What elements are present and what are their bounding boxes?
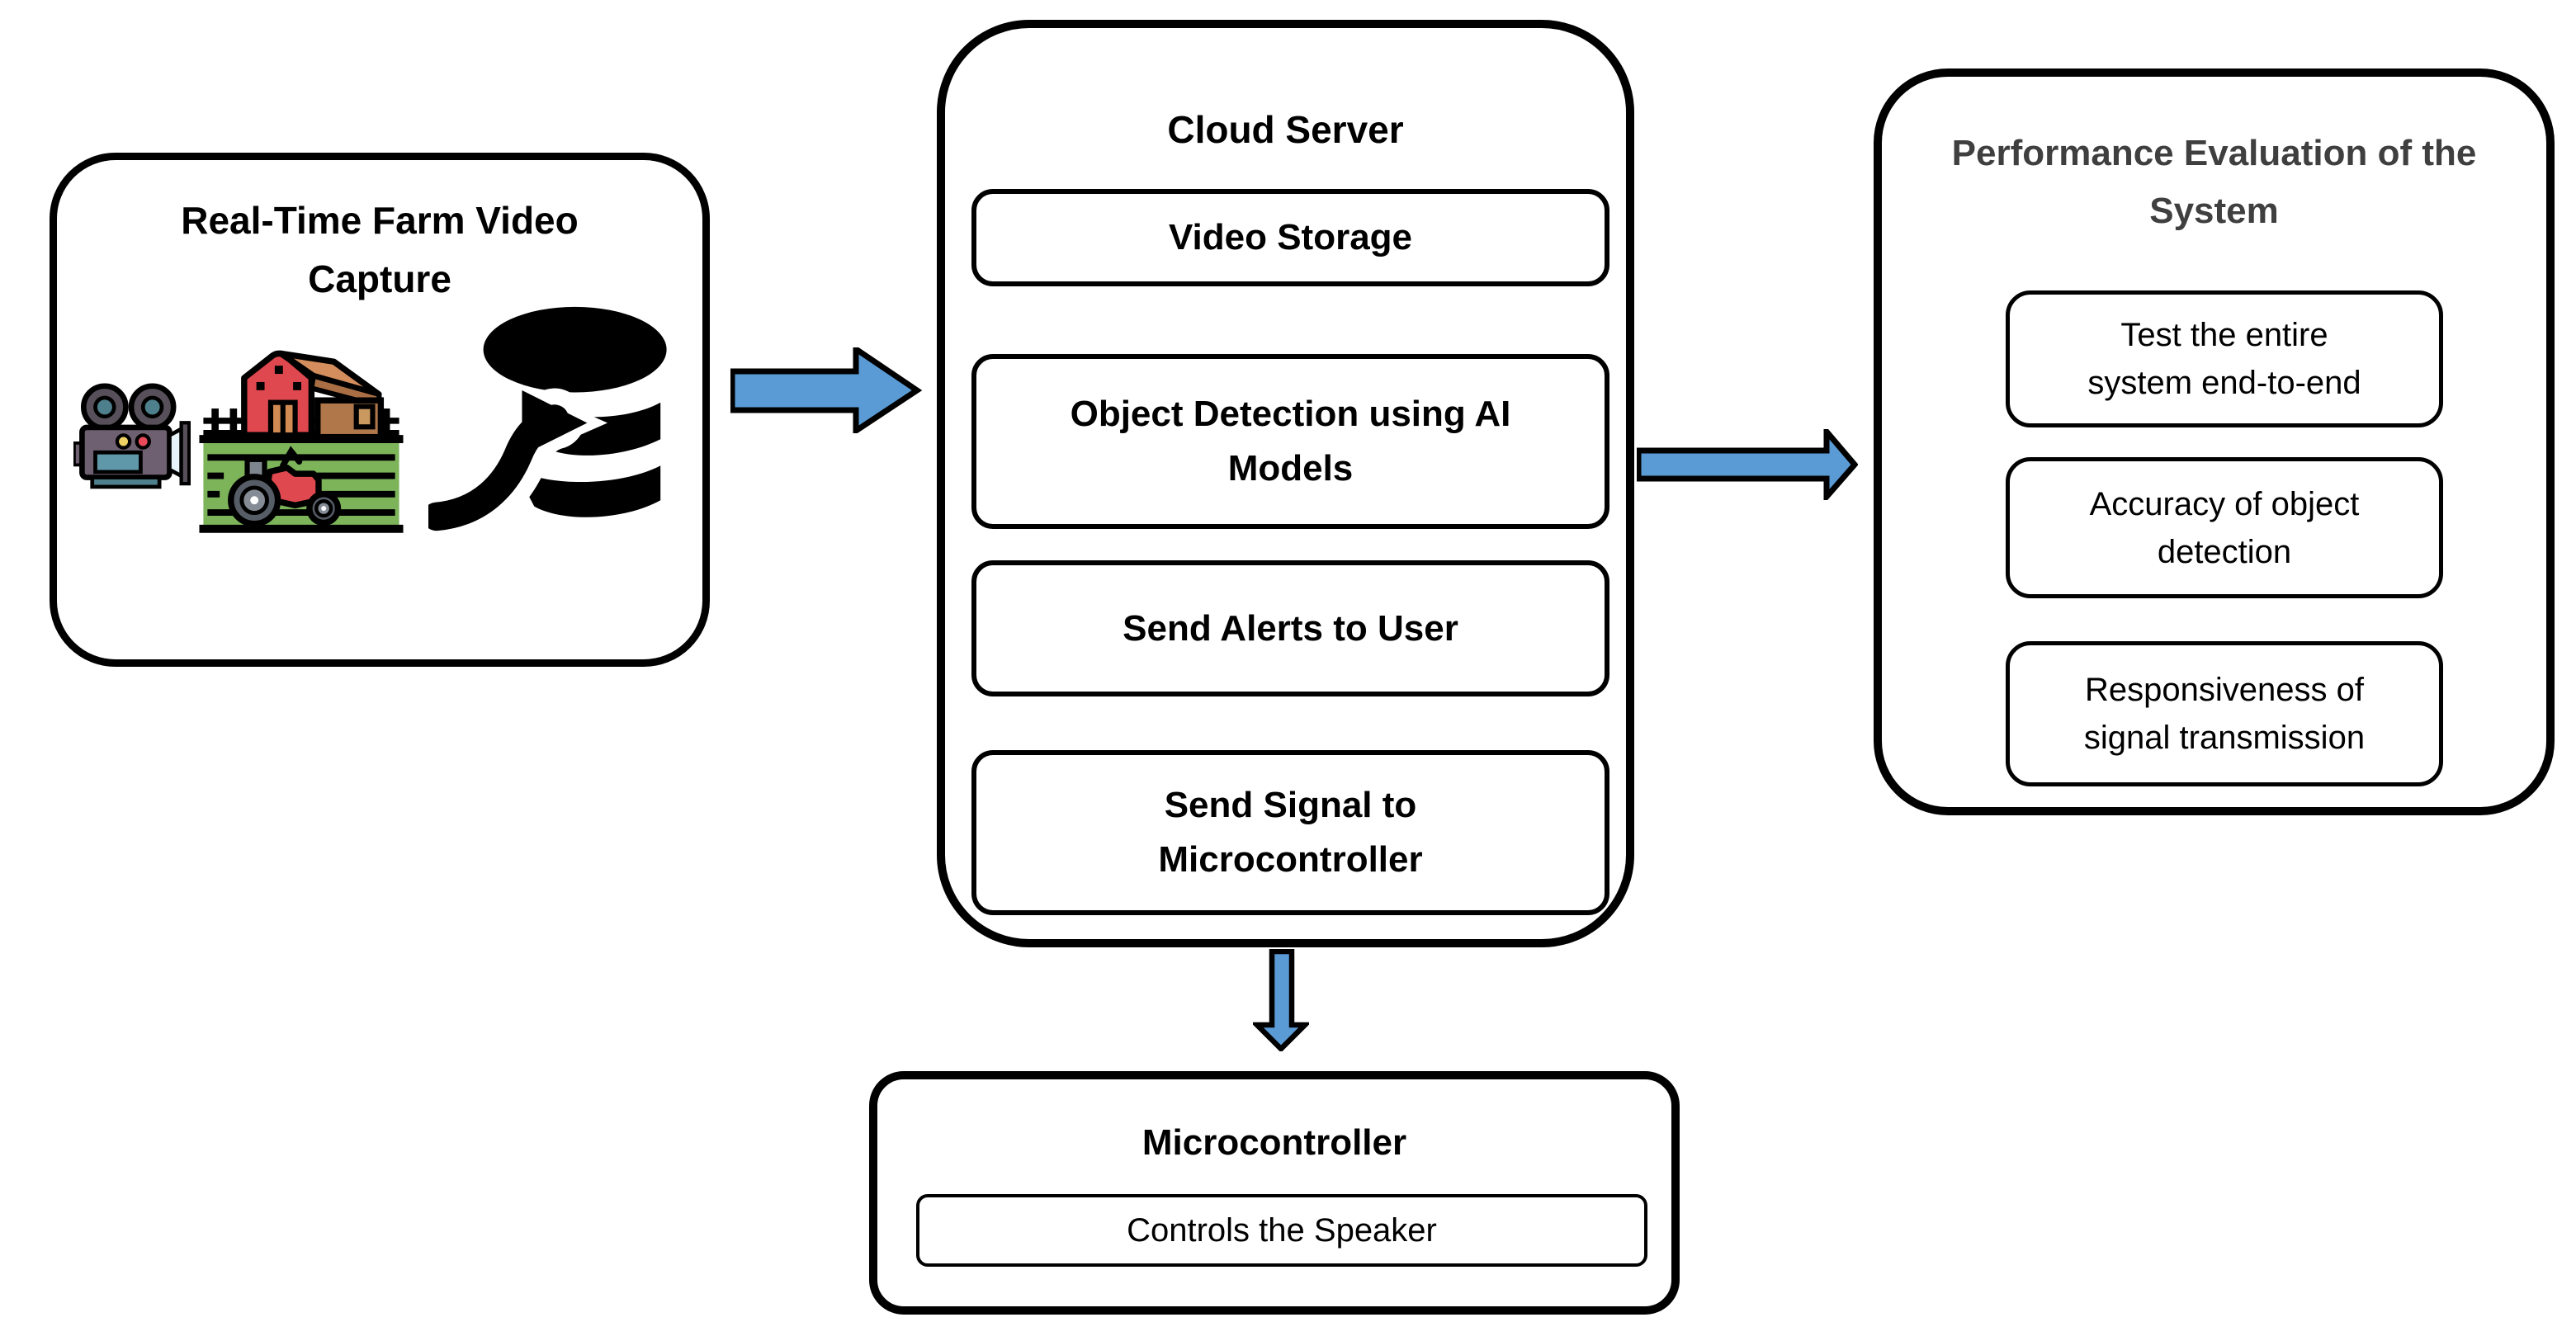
evaluation-item-signal-responsiveness: Responsiveness of signal transmission [2006,641,2443,786]
cloud-item-send-alerts: Send Alerts to User [971,560,1609,696]
cloud-item-send-alerts-label: Send Alerts to User [1123,607,1458,649]
cloud-item-send-signal: Send Signal to Microcontroller [971,750,1609,915]
farm-capture-title: Real-Time Farm Video Capture [57,191,702,309]
video-camera-icon [73,383,191,489]
arrow-cloud-to-microcontroller-shape [1253,949,1309,1051]
evaluation-item-end-to-end-test-label: Test the entire system end-to-end [2087,317,2361,401]
cloud-item-object-detection-label: Object Detection using AI Models [1070,394,1511,489]
cloud-item-video-storage-label: Video Storage [1168,217,1413,257]
microcontroller-item-speaker-control: Controls the Speaker [916,1194,1647,1267]
evaluation-item-end-to-end-test: Test the entire system end-to-end [2006,290,2443,427]
arrow-capture-to-cloud-shape [730,347,922,433]
farm-capture-title-text: Real-Time Farm Video Capture [181,199,579,301]
arrow-cloud-to-evaluation-shape [1637,429,1858,500]
arrow-cloud-to-microcontroller [1253,949,1309,1051]
cloud-item-object-detection: Object Detection using AI Models [971,354,1609,529]
evaluation-title: Performance Evaluation of the System [1882,125,2546,241]
microcontroller-item-speaker-control-label: Controls the Speaker [1127,1212,1437,1249]
cloud-item-send-signal-label: Send Signal to Microcontroller [1158,785,1423,880]
arrow-cloud-to-evaluation [1637,429,1858,500]
farm-field-icon [199,350,404,533]
cloud-item-video-storage: Video Storage [971,189,1609,286]
microcontroller-title-text: Microcontroller [1141,1122,1407,1163]
cloud-server-box: Cloud Server Video Storage Object Detect… [937,20,1634,947]
evaluation-title-text: Performance Evaluation of the System [1951,133,2477,232]
database-import-icon [428,306,667,541]
evaluation-item-detection-accuracy-label: Accuracy of object detection [2089,485,2360,570]
evaluation-item-signal-responsiveness-label: Responsiveness of signal transmission [2083,672,2366,756]
cloud-server-title-text: Cloud Server [1167,108,1404,151]
arrow-capture-to-cloud [730,347,922,433]
cloud-server-title: Cloud Server [945,107,1626,152]
evaluation-item-detection-accuracy: Accuracy of object detection [2006,457,2443,598]
farm-capture-box: Real-Time Farm Video Capture [50,153,710,667]
microcontroller-box: Microcontroller Controls the Speaker [869,1071,1680,1315]
microcontroller-title: Microcontroller [877,1122,1671,1164]
evaluation-box: Performance Evaluation of the System Tes… [1874,68,2555,815]
